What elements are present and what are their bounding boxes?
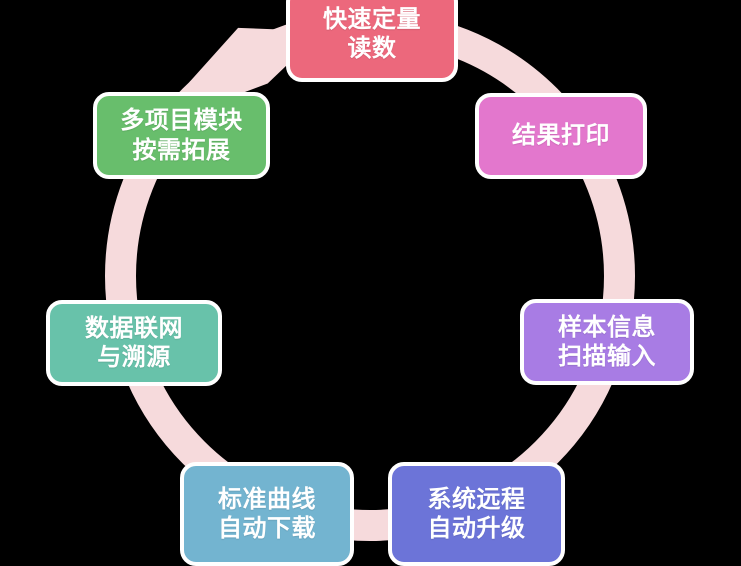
process-node-label: 多项目模块 按需拓展	[120, 107, 243, 164]
process-ring	[105, 11, 635, 541]
process-node-standard-curve-auto-download[interactable]: 标准曲线 自动下载	[180, 462, 354, 566]
process-node-system-remote-auto-upgrade[interactable]: 系统远程 自动升级	[388, 462, 565, 566]
circular-process-diagram: 快速定量 读数 结果打印 样本信息 扫描输入 系统远程 自动升级 标准曲线 自动…	[46, 0, 694, 566]
process-node-label: 结果打印	[512, 122, 610, 150]
process-node-label: 标准曲线 自动下载	[218, 485, 316, 542]
process-node-result-printing[interactable]: 结果打印	[475, 93, 647, 179]
process-node-label: 系统远程 自动升级	[427, 485, 526, 542]
process-node-data-network-traceability[interactable]: 数据联网 与溯源	[46, 300, 222, 386]
process-node-label: 数据联网 与溯源	[85, 314, 183, 371]
process-node-fast-quantitative-reading[interactable]: 快速定量 读数	[286, 0, 458, 82]
process-node-label: 样本信息 扫描输入	[558, 313, 656, 370]
process-node-label: 快速定量 读数	[323, 5, 421, 62]
process-node-sample-info-scan-input[interactable]: 样本信息 扫描输入	[520, 299, 694, 385]
process-node-multi-item-module-expansion[interactable]: 多项目模块 按需拓展	[93, 92, 270, 179]
